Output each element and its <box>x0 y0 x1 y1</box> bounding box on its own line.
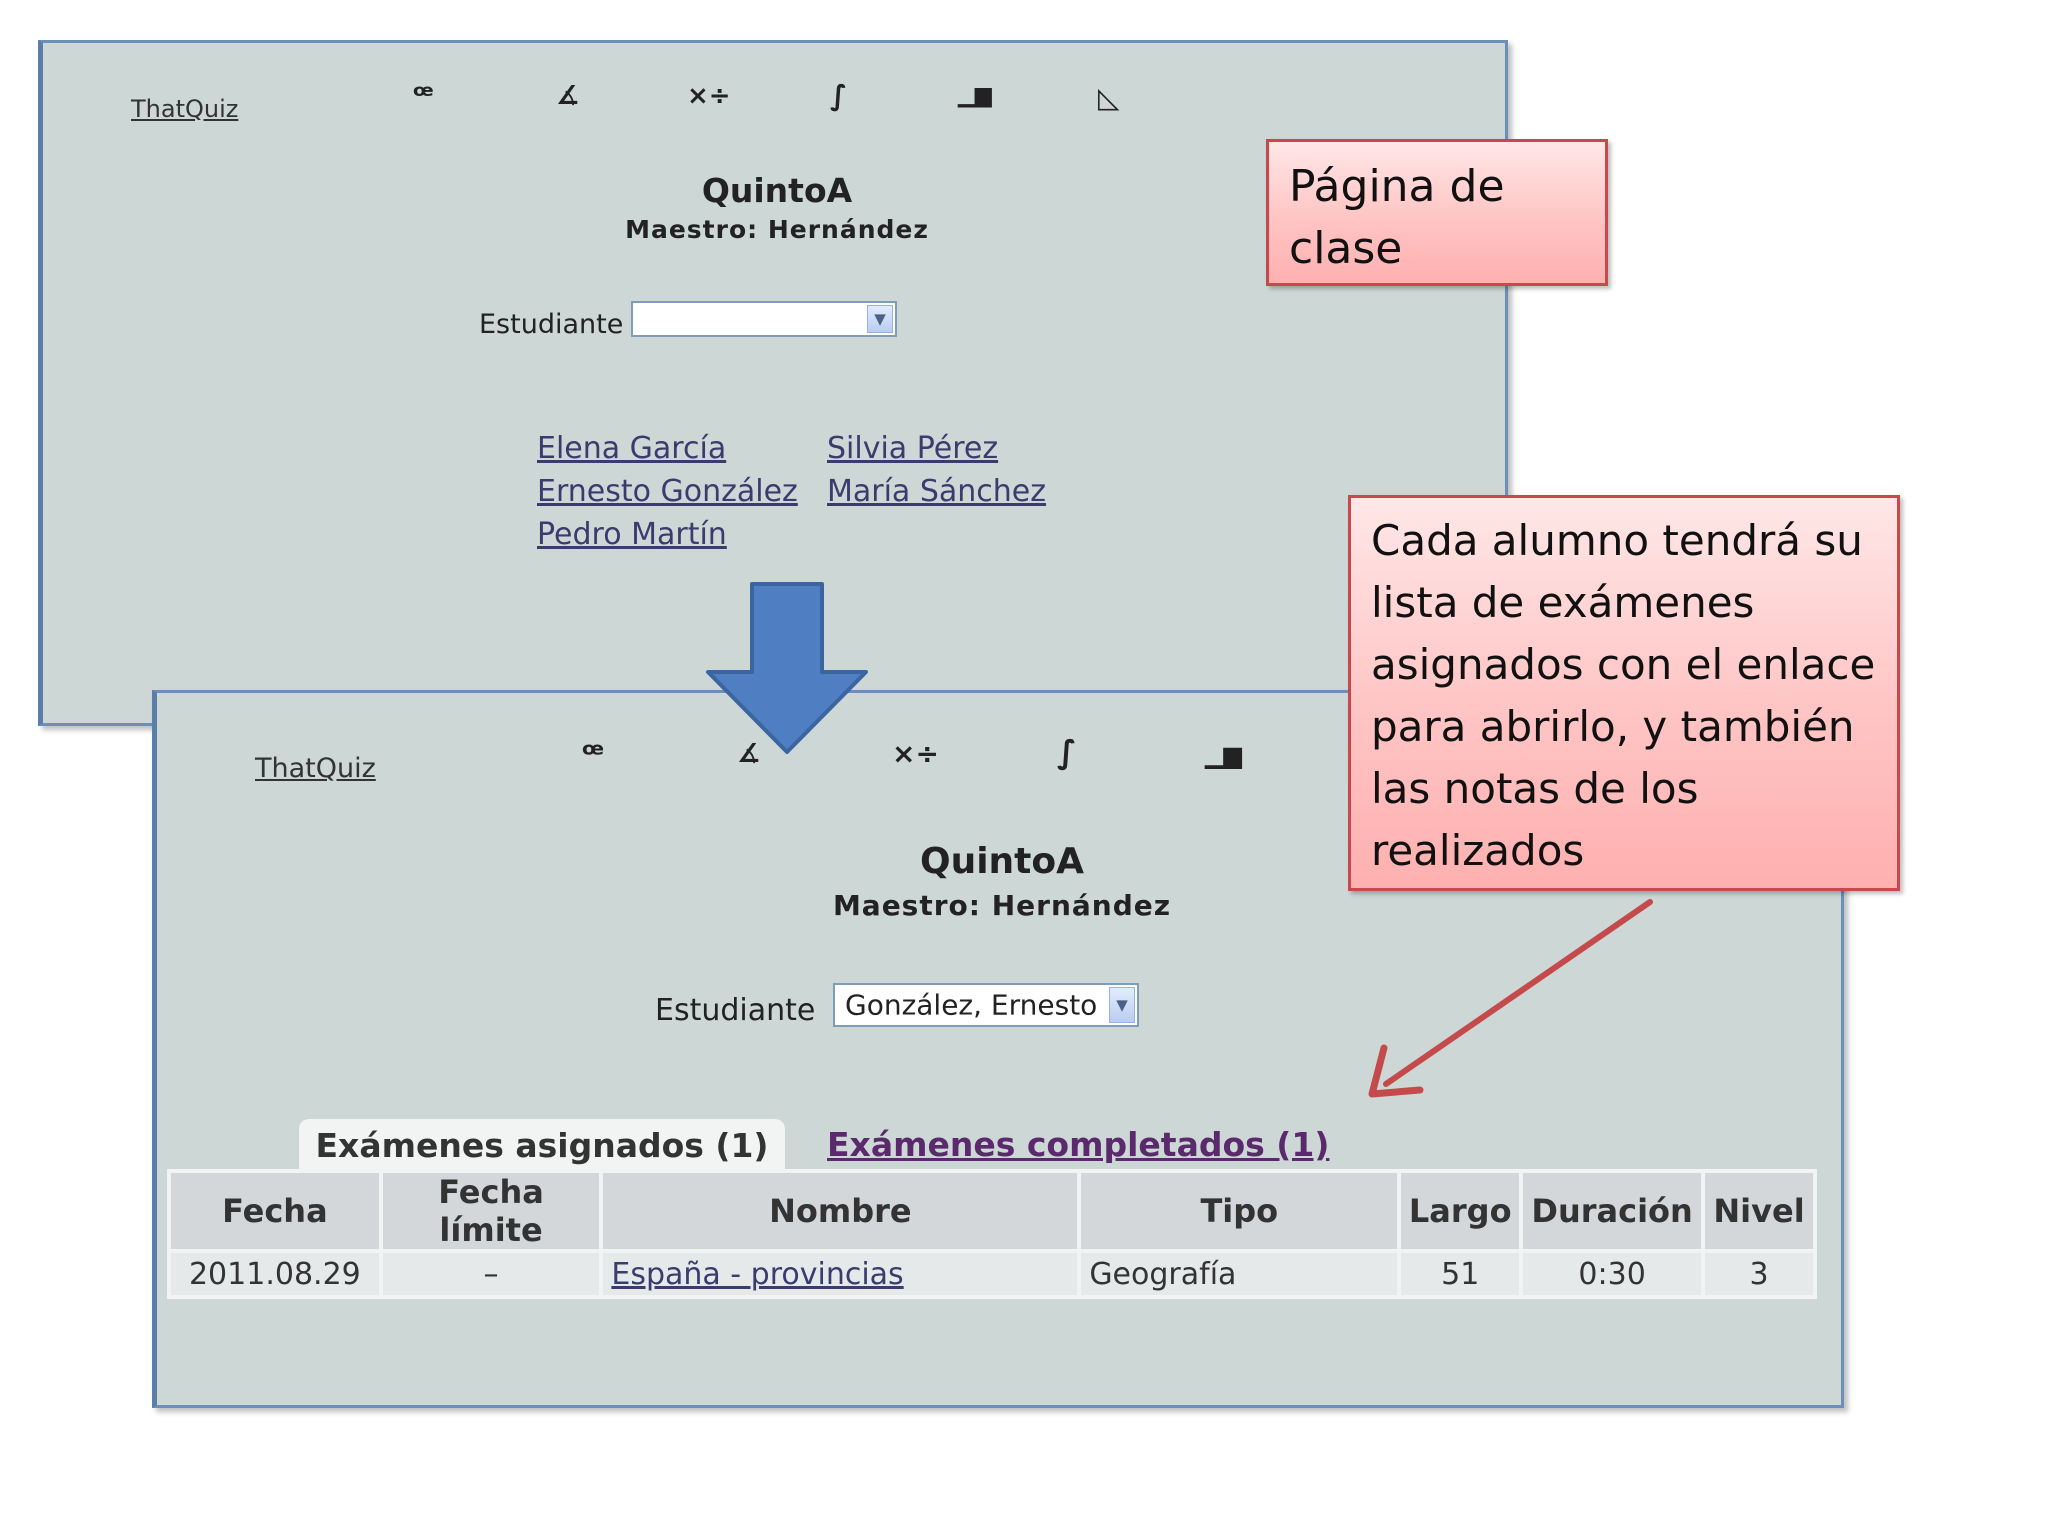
class-page-callout: Página de clase <box>1266 139 1608 286</box>
geometry-angle-icon[interactable]: ∡ <box>737 739 761 769</box>
tab-assigned-exams[interactable]: Exámenes asignados (1) <box>299 1119 785 1171</box>
table-header-row: Fecha Fecha límite Nombre Tipo Largo Dur… <box>171 1173 1813 1249</box>
thatquiz-home-link[interactable]: ThatQuiz <box>131 95 239 123</box>
statistics-icon[interactable]: ▁▆ <box>958 83 992 108</box>
student-link[interactable]: Pedro Martín <box>537 517 727 552</box>
column-header: Largo <box>1401 1173 1520 1249</box>
student-page-screenshot: ThatQuiz ꟹ ∡ ×÷ ∫ ▁▆ QuintoA Maestro: He… <box>152 690 1844 1408</box>
down-arrow-shape <box>706 582 868 754</box>
pointer-arrow-head <box>1368 1044 1424 1098</box>
column-header: Nombre <box>603 1173 1078 1249</box>
student-select[interactable]: ▼ <box>631 301 897 337</box>
formulas-icon[interactable]: ꟹ <box>582 735 605 773</box>
pointer-arrow-icon <box>1368 899 1653 1098</box>
exam-link[interactable]: España - provincias <box>611 1256 904 1292</box>
teacher-name: Maestro: Hernández <box>832 889 1172 922</box>
arithmetic-icon[interactable]: ×÷ <box>687 81 731 111</box>
exam-deadline: – <box>382 1253 600 1295</box>
student-link[interactable]: María Sánchez <box>827 474 1047 509</box>
class-title: QuintoA <box>919 841 1084 882</box>
chevron-down-icon[interactable]: ▼ <box>867 305 893 333</box>
student-select-value: González, Ernesto <box>845 988 1098 1022</box>
exams-table: Fecha Fecha límite Nombre Tipo Largo Dur… <box>167 1169 1817 1299</box>
column-header: Fecha <box>171 1173 379 1249</box>
exam-name-cell: España - provincias <box>603 1253 1078 1295</box>
chevron-down-icon[interactable]: ▼ <box>1109 987 1135 1023</box>
integral-icon[interactable]: ∫ <box>1057 733 1077 771</box>
student-link[interactable]: Elena García <box>537 431 727 466</box>
teacher-name: Maestro: Hernández <box>625 215 929 244</box>
exam-date: 2011.08.29 <box>171 1253 379 1295</box>
pointer-arrow-line <box>1383 899 1653 1087</box>
student-label: Estudiante <box>479 309 624 340</box>
geometry-angle-icon[interactable]: ∡ <box>556 81 580 111</box>
class-title: QuintoA <box>701 171 853 210</box>
column-header: Duración <box>1523 1173 1702 1249</box>
student-exams-callout: Cada alumno tendrá su lista de exámenes … <box>1348 495 1900 891</box>
thatquiz-home-link[interactable]: ThatQuiz <box>255 753 376 784</box>
student-link[interactable]: Ernesto González <box>537 474 798 509</box>
column-header: Nivel <box>1705 1173 1813 1249</box>
formulas-icon[interactable]: ꟹ <box>413 79 434 114</box>
column-header: Fecha límite <box>382 1173 600 1249</box>
student-select[interactable]: González, Ernesto ▼ <box>833 983 1139 1027</box>
tab-completed-exams[interactable]: Exámenes completados (1) <box>827 1125 1330 1164</box>
student-link[interactable]: Silvia Pérez <box>827 431 999 466</box>
exam-level: 3 <box>1705 1253 1813 1295</box>
exam-duration: 0:30 <box>1523 1253 1702 1295</box>
statistics-icon[interactable]: ▁▆ <box>1205 741 1242 769</box>
integral-icon[interactable]: ∫ <box>830 79 848 112</box>
triangle-icon[interactable]: ◺ <box>1098 81 1120 114</box>
student-label: Estudiante <box>655 993 816 1028</box>
exam-type: Geografía <box>1081 1253 1398 1295</box>
exam-length: 51 <box>1401 1253 1520 1295</box>
down-arrow-icon <box>706 582 868 754</box>
column-header: Tipo <box>1081 1173 1398 1249</box>
table-row: 2011.08.29 – España - provincias Geograf… <box>171 1253 1813 1295</box>
arithmetic-icon[interactable]: ×÷ <box>892 737 939 770</box>
